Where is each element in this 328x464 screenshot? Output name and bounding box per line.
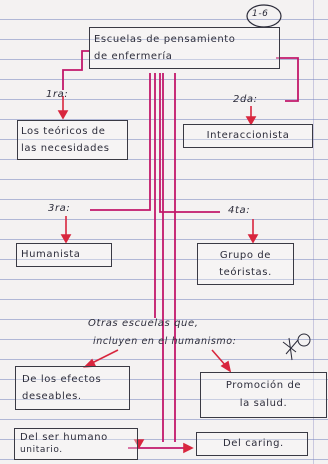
ordinal-4ta: 4ta: bbox=[228, 205, 251, 216]
connector-trunk-left bbox=[90, 73, 151, 211]
other-line1: De los efectos bbox=[22, 374, 102, 385]
branch-line1: Grupo de bbox=[219, 250, 272, 261]
branch-line2: las necesidades bbox=[21, 143, 110, 154]
other-line2: la salud. bbox=[239, 398, 288, 409]
branch-line2: teóristas. bbox=[219, 267, 272, 278]
ordinal-3ra: 3ra: bbox=[48, 203, 71, 214]
other-box-promocion: Promoción de la salud. bbox=[200, 372, 327, 418]
other-schools-line1: Otras escuelas que, bbox=[88, 318, 199, 329]
connector-root-to-2da bbox=[276, 57, 299, 102]
root-line1: Escuelas de pensamiento bbox=[94, 34, 236, 45]
connector-root-to-1ra bbox=[62, 50, 89, 90]
root-box: Escuelas de pensamiento de enfermería bbox=[89, 27, 280, 69]
page-number: 1-6 bbox=[252, 9, 269, 19]
branch-line1: Los teóricos de bbox=[21, 126, 106, 137]
ordinal-1ra: 1ra: bbox=[46, 89, 69, 100]
other-line2: unitario. bbox=[20, 445, 63, 455]
other-line1: Del ser humano bbox=[20, 432, 108, 443]
other-line2: deseables. bbox=[22, 391, 82, 402]
other-line1: Del caring. bbox=[223, 438, 284, 449]
other-box-ser-humano: Del ser humano unitario. bbox=[14, 428, 138, 460]
other-box-caring: Del caring. bbox=[196, 432, 308, 456]
branch-line1: Interaccionista bbox=[206, 130, 290, 141]
other-box-efectos: De los efectos deseables. bbox=[15, 366, 130, 410]
other-line1: Promoción de bbox=[225, 380, 302, 391]
root-line2: de enfermería bbox=[94, 51, 173, 62]
branch-box-humanista: Humanista bbox=[16, 243, 112, 267]
doodle-scribble bbox=[282, 333, 311, 361]
branch-box-teoricos: Los teóricos de las necesidades bbox=[17, 120, 128, 160]
ordinal-2da: 2da: bbox=[233, 94, 258, 105]
branch-box-interaccionista: Interaccionista bbox=[183, 124, 313, 148]
connector-trunk-right bbox=[159, 73, 220, 213]
branch-box-grupo: Grupo de teóristas. bbox=[197, 243, 294, 285]
branch-line1: Humanista bbox=[21, 249, 81, 260]
arrow-other-left bbox=[89, 349, 119, 365]
other-schools-line2: incluyen en el humanismo: bbox=[93, 336, 237, 347]
arrow-other-right bbox=[211, 349, 227, 367]
